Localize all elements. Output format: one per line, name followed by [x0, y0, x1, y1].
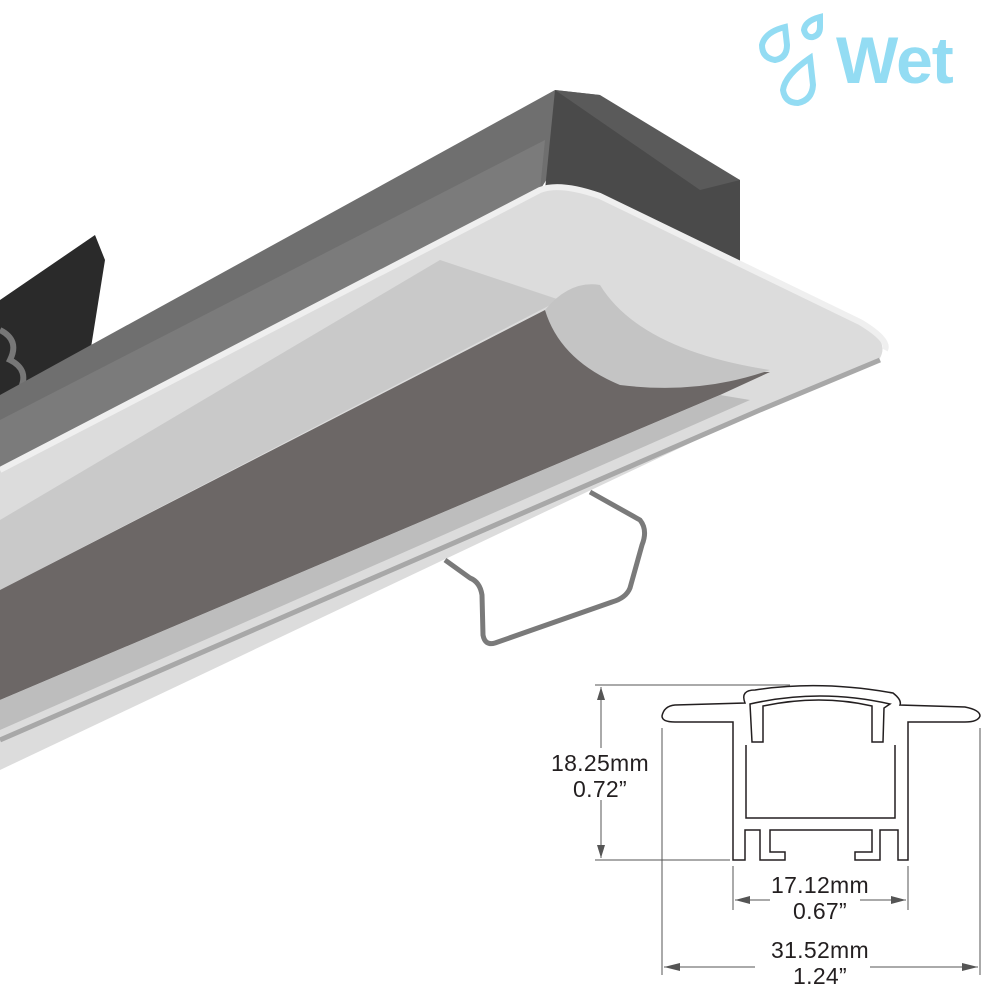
profile-cross-section	[595, 684, 981, 975]
spring-clip	[443, 489, 648, 647]
water-drops-icon	[758, 13, 823, 107]
housing-end	[545, 90, 740, 265]
overall-width-in: 1.24”	[793, 963, 847, 989]
height-dimension: 18.25mm 0.72”	[540, 750, 660, 802]
wet-badge: Wet	[836, 23, 954, 97]
overall-width-dimension: 31.52mm 1.24”	[750, 937, 890, 989]
diffuser-channel	[0, 310, 770, 700]
inner-width-mm: 17.12mm	[771, 872, 869, 898]
end-cap	[545, 284, 770, 388]
inner-width-in: 0.67”	[793, 898, 847, 924]
height-in: 0.72”	[573, 776, 627, 802]
overall-width-mm: 31.52mm	[771, 937, 869, 963]
inner-width-dimension: 17.12mm 0.67”	[750, 872, 890, 924]
height-mm: 18.25mm	[551, 750, 649, 776]
